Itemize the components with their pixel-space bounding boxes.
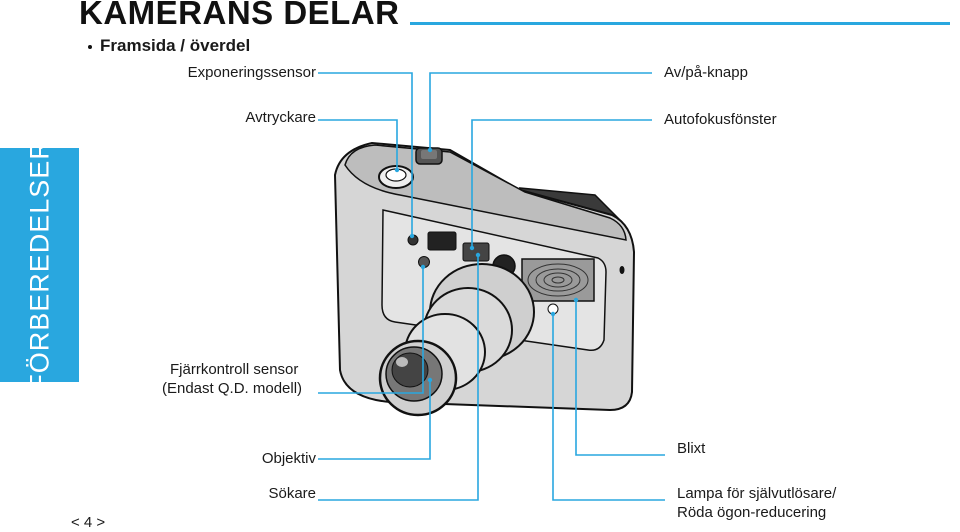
subtitle-text: Framsida / överdel: [100, 36, 251, 55]
label-self-timer-line1: Lampa för självutlösare/: [677, 485, 837, 502]
leader-lines: [318, 72, 665, 501]
label-remote-sensor-line2: (Endast Q.D. modell): [162, 380, 303, 397]
page-number: < 4 >: [71, 514, 106, 531]
label-autofocus-window: Autofokusfönster: [664, 111, 777, 128]
section-subtitle: Framsida / överdel: [88, 36, 250, 56]
page-title: KAMERANS DELAR: [79, 0, 400, 31]
label-exposure-sensor: Exponeringssensor: [187, 64, 316, 81]
autofocus-window-left: [427, 231, 457, 251]
label-shutter-button: Avtryckare: [245, 109, 316, 126]
leader-shutter: [318, 119, 398, 170]
bullet-icon: [88, 44, 92, 49]
leader-exposure-sensor: [318, 72, 413, 236]
viewfinder-window: [462, 242, 490, 262]
label-flash: Blixt: [677, 440, 706, 457]
flash-window: [521, 258, 595, 302]
power-button-top: [421, 150, 437, 159]
leader-power: [429, 72, 652, 150]
label-self-timer-line2: Röda ögon-reducering: [677, 504, 827, 521]
camera-top-plate: [344, 144, 627, 241]
section-side-tab: FÖRBEREDELSER: [0, 139, 79, 391]
label-viewfinder: Sökare: [268, 485, 316, 502]
title-rule: [410, 22, 950, 25]
label-remote-sensor-line1: Fjärrkontroll sensor: [170, 361, 299, 378]
leader-lens: [318, 380, 431, 460]
leader-viewfinder: [318, 255, 479, 501]
leader-self-timer: [552, 314, 665, 501]
leader-remote: [318, 267, 424, 394]
leader-autofocus: [471, 119, 652, 248]
label-lens: Objektiv: [261, 450, 316, 467]
leader-flash: [575, 300, 665, 456]
label-power-button: Av/på-knapp: [664, 64, 748, 81]
